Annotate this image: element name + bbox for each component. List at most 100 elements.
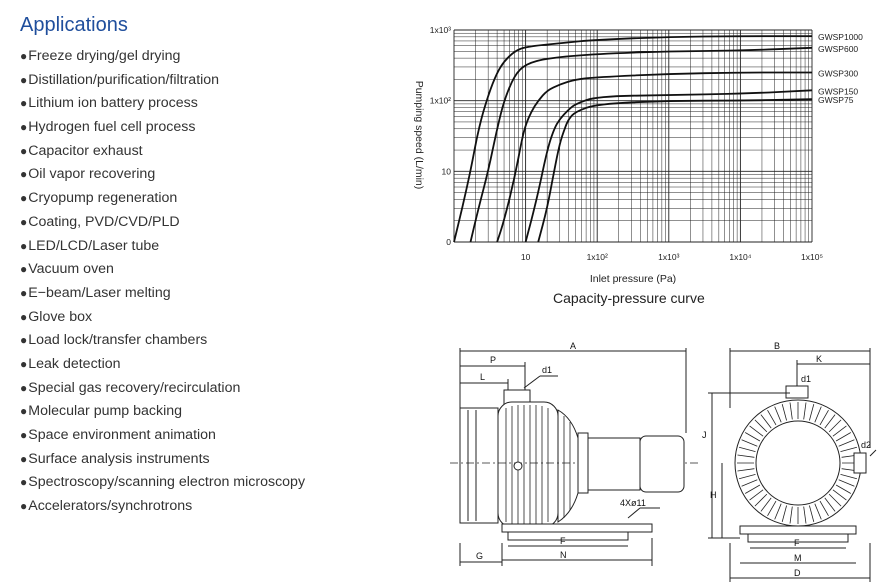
- application-item: ●Space environment animation: [20, 424, 305, 448]
- bullet-icon: ●: [20, 96, 28, 111]
- bullet-icon: ●: [20, 238, 28, 253]
- application-item: ●Coating, PVD/CVD/PLD: [20, 211, 305, 235]
- dim-label-l: L: [480, 372, 485, 382]
- dim-label-d2: d2: [861, 440, 871, 450]
- dim-label-n: N: [560, 550, 567, 560]
- fin-line: [824, 414, 836, 429]
- bullet-icon: ●: [20, 285, 28, 300]
- front-view: [708, 348, 877, 582]
- fin-line: [840, 446, 858, 452]
- application-item: ●LED/LCD/Laser tube: [20, 235, 305, 259]
- application-item: ●E−beam/Laser melting: [20, 282, 305, 306]
- legend-label: GWSP75: [818, 95, 854, 105]
- application-label: Capacitor exhaust: [28, 142, 143, 159]
- fin-line: [838, 479, 855, 487]
- applications-title: Applications: [20, 14, 128, 36]
- fin-line: [809, 403, 815, 421]
- legend-label: GWSP600: [818, 44, 858, 54]
- fin-line: [835, 484, 852, 494]
- fin-line: [781, 403, 787, 421]
- bullet-icon: ●: [20, 262, 28, 277]
- application-item: ●Special gas recovery/recirculation: [20, 377, 305, 401]
- fin-line: [737, 468, 755, 472]
- dimension-labels: A P L d1 G F N 4Xø11 B K d1 J H d2 F M D: [476, 341, 871, 578]
- fin-line: [741, 479, 758, 487]
- fin-line: [814, 503, 822, 520]
- dim-label-k: K: [816, 354, 822, 364]
- fin-line: [803, 506, 807, 524]
- application-label: Hydrogen fuel cell process: [28, 119, 196, 136]
- dim-label-h: H: [710, 490, 717, 500]
- fin-line: [781, 505, 787, 523]
- fin-line: [828, 419, 842, 433]
- legend-label: GWSP300: [818, 69, 858, 79]
- dim-label-p: P: [490, 355, 496, 365]
- bullet-icon: ●: [20, 451, 28, 466]
- y-tick-label: 0: [446, 237, 451, 247]
- application-label: Lithium ion battery process: [28, 95, 198, 112]
- application-label: Coating, PVD/CVD/PLD: [28, 213, 180, 230]
- fin-line: [754, 493, 768, 507]
- fin-line: [738, 474, 756, 480]
- application-item: ●Vacuum oven: [20, 258, 305, 282]
- bullet-icon: ●: [20, 143, 28, 158]
- bullet-icon: ●: [20, 475, 28, 490]
- application-label: Accelerators/synchrotrons: [28, 498, 193, 515]
- fin-line: [741, 439, 758, 447]
- application-label: Glove box: [28, 308, 93, 325]
- y-axis-label: Pumping speed (L/min): [413, 81, 425, 190]
- application-item: ●Load lock/transfer chambers: [20, 329, 305, 353]
- application-label: Spectroscopy/scanning electron microscop…: [28, 474, 306, 491]
- bullet-icon: ●: [20, 428, 28, 442]
- application-label: Oil vapor recovering: [28, 166, 156, 183]
- side-view: [450, 348, 700, 566]
- fin-line: [835, 432, 852, 442]
- application-item: ●Glove box: [20, 306, 305, 330]
- application-item: ●Distillation/purification/filtration: [20, 69, 305, 93]
- fin-lines: [737, 402, 859, 524]
- dim-label-d1-front: d1: [801, 374, 811, 384]
- fin-line: [809, 505, 815, 523]
- application-label: Special gas recovery/recirculation: [28, 379, 241, 396]
- fin-line: [789, 402, 793, 420]
- application-item: ●Hydrogen fuel cell process: [20, 116, 305, 140]
- fin-line: [774, 503, 782, 520]
- application-item: ●Accelerators/synchrotrons: [20, 495, 305, 519]
- pump-dimension-drawing: A P L d1 G F N 4Xø11 B K d1 J H d2 F M D: [450, 341, 877, 582]
- x-axis-label: Inlet pressure (Pa): [590, 273, 676, 285]
- fin-line: [744, 432, 761, 442]
- fin-line: [789, 506, 793, 524]
- application-label: Molecular pump backing: [28, 403, 183, 420]
- chart-grid: [453, 29, 813, 243]
- application-item: ●Lithium ion battery process: [20, 92, 305, 116]
- bullet-icon: ●: [20, 356, 28, 371]
- application-item: ●Surface analysis instruments: [20, 448, 305, 472]
- y-tick-label: 1x10³: [430, 25, 451, 35]
- fin-line: [819, 500, 829, 517]
- x-tick-label: 1x10²: [587, 252, 608, 262]
- bullet-icon: ●: [20, 333, 28, 348]
- application-item: ●Leak detection: [20, 353, 305, 377]
- dim-label-f-front: F: [794, 538, 800, 548]
- application-item: ●Capacitor exhaust: [20, 140, 305, 164]
- fin-line: [760, 414, 772, 429]
- y-tick-label: 1x10²: [430, 96, 451, 106]
- bullet-icon: ●: [20, 49, 28, 63]
- application-item: ●Cryopump regeneration: [20, 187, 305, 211]
- fin-line: [737, 454, 755, 458]
- series-line-gwsp1000: [453, 35, 812, 243]
- fin-line: [749, 425, 764, 437]
- application-label: Cryopump regeneration: [28, 190, 178, 207]
- legend-label: GWSP1000: [818, 32, 863, 42]
- application-label: Leak detection: [28, 355, 121, 372]
- bullet-icon: ●: [20, 120, 28, 135]
- bullet-icon: ●: [20, 191, 28, 206]
- fin-line: [803, 402, 807, 420]
- application-label: Surface analysis instruments: [28, 450, 210, 467]
- series-line-gwsp300: [496, 71, 812, 243]
- series-line-gwsp600: [469, 46, 813, 243]
- chart-series: [453, 35, 813, 243]
- x-tick-label: 1x10⁵: [801, 252, 823, 262]
